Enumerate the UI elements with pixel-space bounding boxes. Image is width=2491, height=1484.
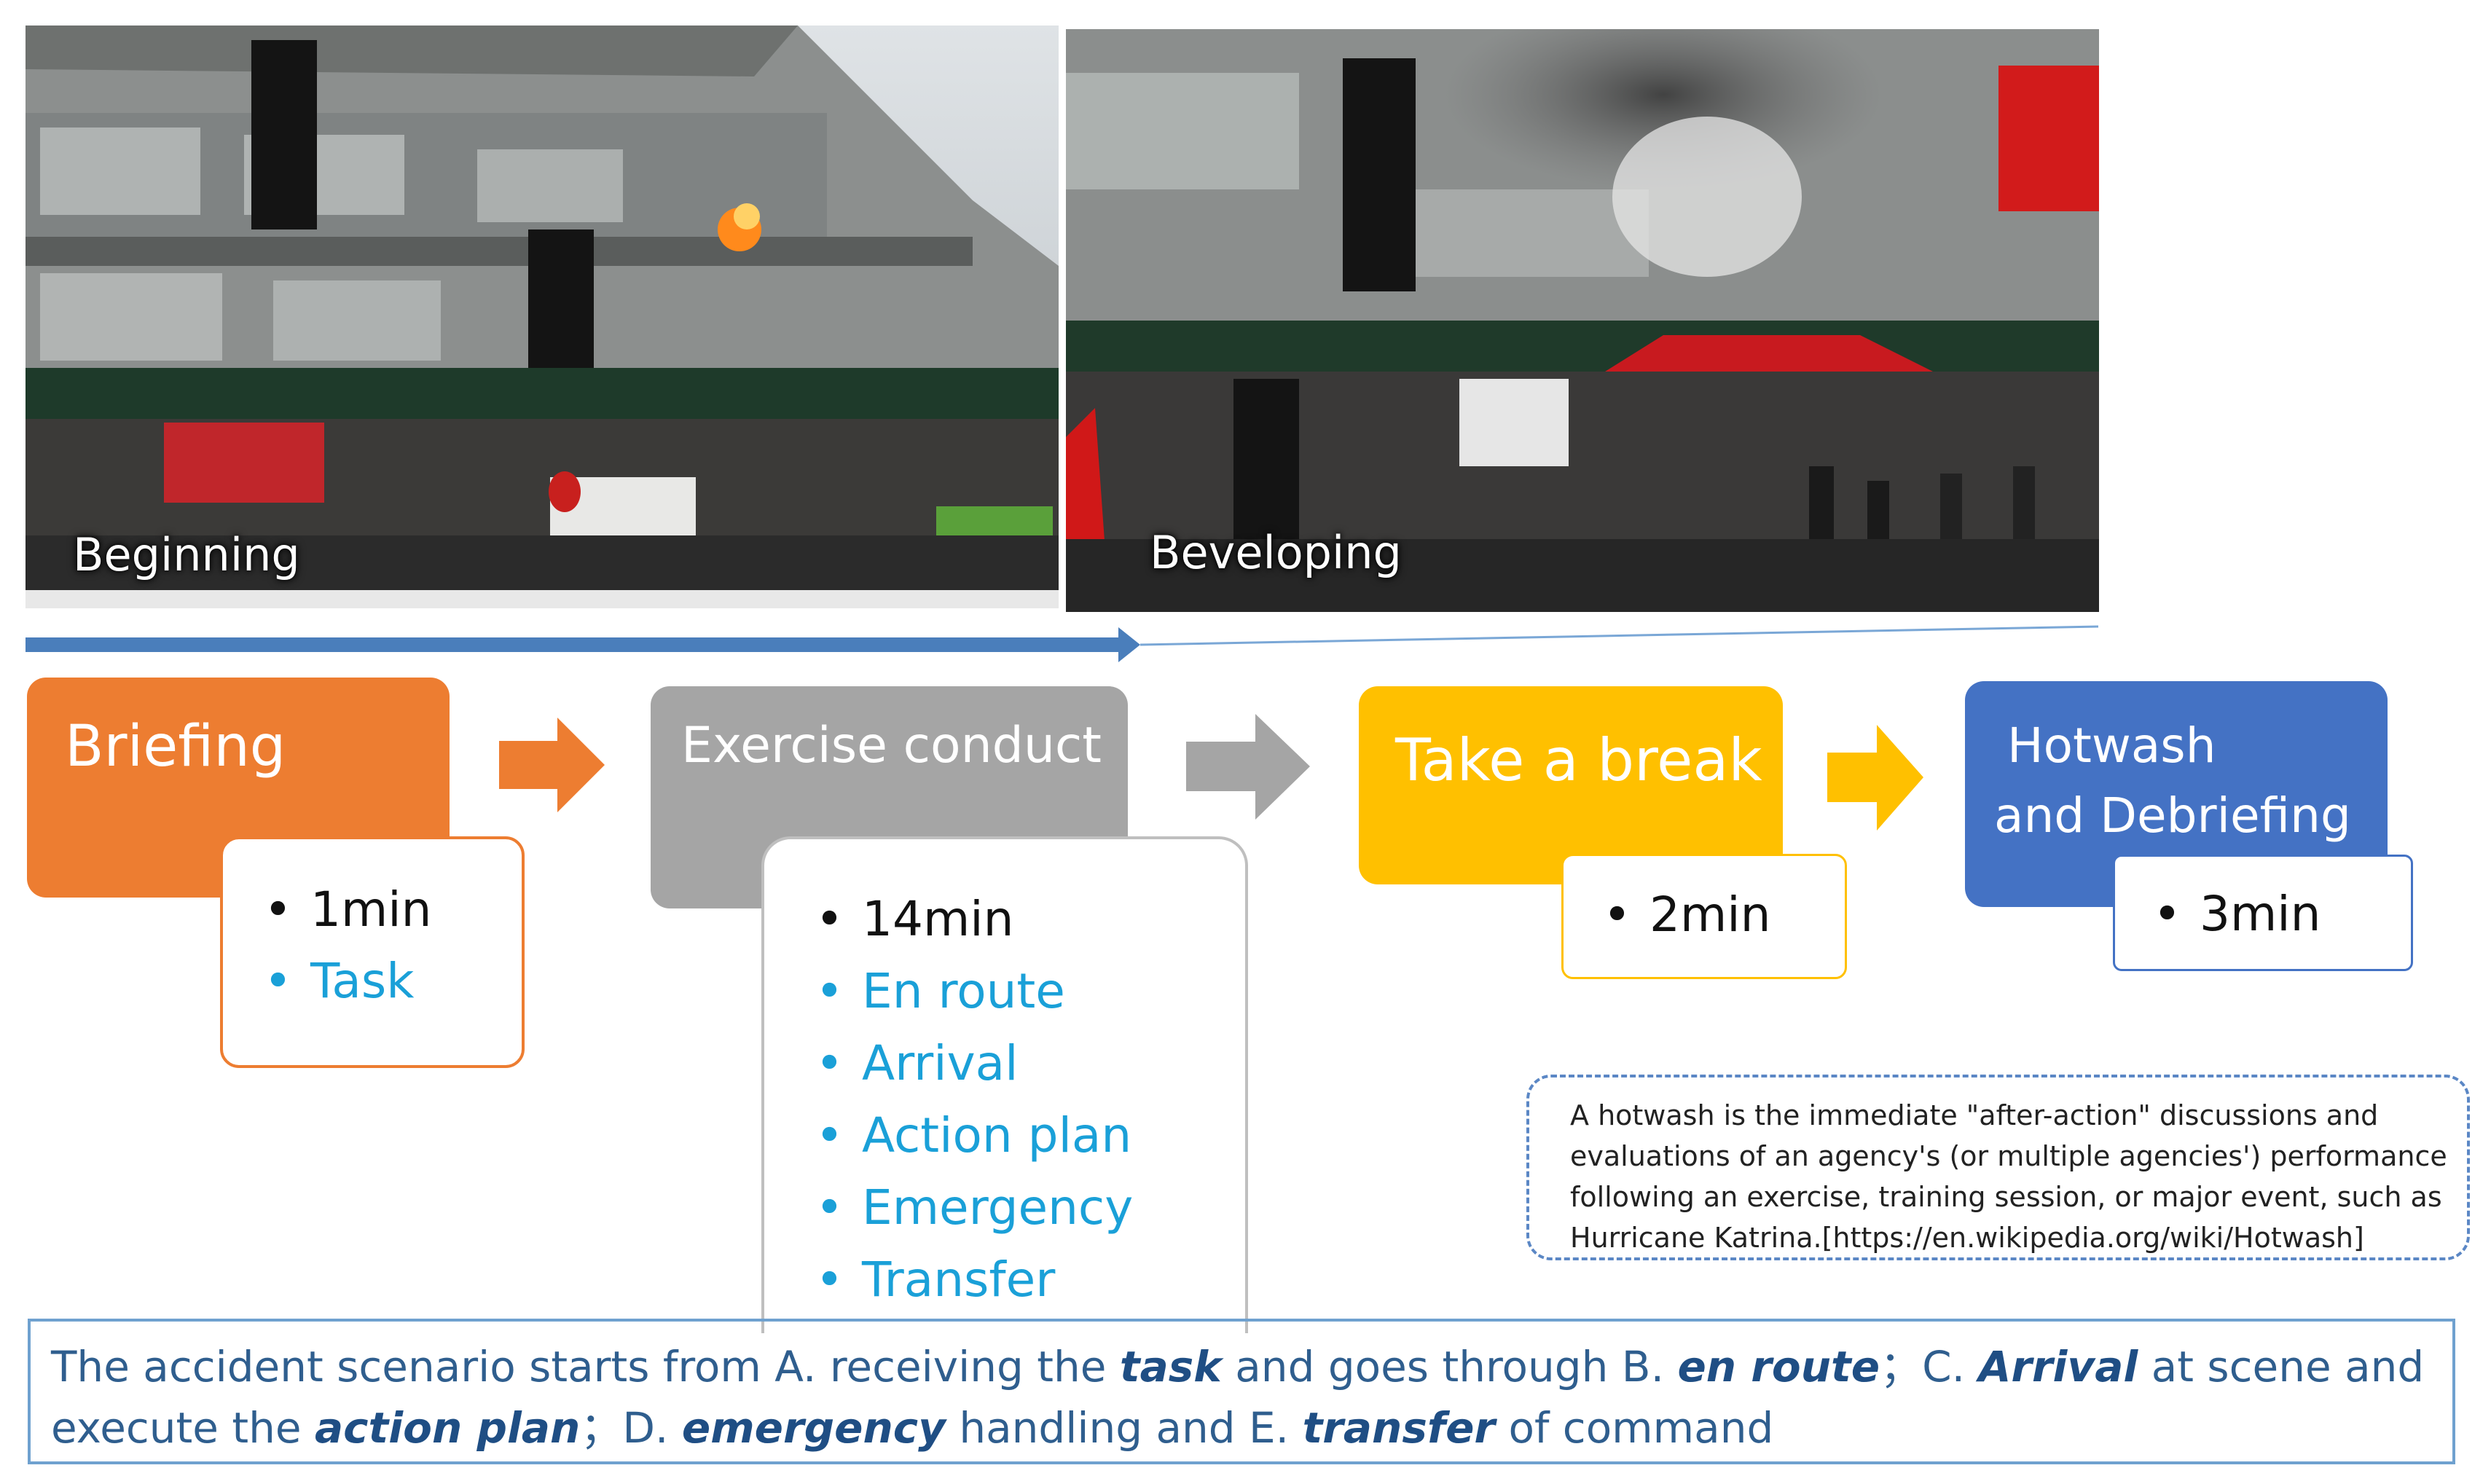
detail-briefing: 1min Task — [220, 836, 525, 1068]
photo-caption-beginning: Beginning — [73, 528, 300, 581]
summary-text: ；C. — [1880, 1342, 1979, 1391]
arrow-right-icon — [1827, 725, 1923, 831]
stage-title-briefing: Briefing — [65, 714, 286, 780]
stage-title-hotwash-line-1: Hotwash — [2007, 718, 2216, 774]
stage-title-take-a-break: Take a break — [1395, 726, 1762, 794]
list-item: Arrival — [815, 1027, 1245, 1099]
scenario-summary: The accident scenario starts from A. rec… — [28, 1319, 2455, 1464]
list-item: 14min — [815, 883, 1245, 955]
summary-line-1: The accident scenario starts from A. rec… — [51, 1336, 2432, 1397]
timeline-arrow — [26, 625, 2099, 662]
list-item: Task — [264, 946, 522, 1017]
summary-text: handling and E. — [945, 1403, 1303, 1453]
summary-text: execute the — [51, 1403, 315, 1453]
detail-exercise-conduct: 14min En route Arrival Action plan Emerg… — [761, 836, 1248, 1333]
list-item: En route — [815, 955, 1245, 1027]
summary-keyword: emergency — [681, 1403, 946, 1453]
summary-keyword: transfer — [1302, 1403, 1496, 1453]
note-line: following an exercise, training session,… — [1570, 1181, 2442, 1213]
hotwash-definition-note: A hotwash is the immediate "after-action… — [1526, 1075, 2470, 1260]
summary-line-2: execute the action plan；D. emergency han… — [51, 1397, 2432, 1459]
list-item: 1min — [264, 874, 522, 946]
list-item: 2min — [1603, 879, 1845, 951]
summary-text: of command — [1495, 1403, 1774, 1453]
arrow-right-icon — [1186, 714, 1310, 820]
detail-take-a-break: 2min — [1561, 854, 1847, 979]
stage-title-exercise-conduct: Exercise conduct — [681, 717, 1102, 774]
note-line: evaluations of an agency's (or multiple … — [1570, 1140, 2447, 1172]
detail-hotwash-debriefing: 3min — [2113, 855, 2413, 971]
scene-photo-beginning: Beginning — [26, 25, 1059, 608]
summary-keyword: Arrival — [1978, 1342, 2138, 1391]
summary-text: ；D. — [580, 1403, 682, 1453]
street-scene-image — [26, 25, 1059, 608]
stage-take-a-break: Take a break — [1359, 686, 1783, 884]
photo-caption-developing: Beveloping — [1150, 526, 1402, 579]
summary-text: and goes through B. — [1221, 1342, 1678, 1391]
fire-scene-image — [1066, 29, 2099, 612]
list-item: Action plan — [815, 1099, 1245, 1171]
note-line: Hurricane Katrina.[https://en.wikipedia.… — [1570, 1222, 2364, 1254]
summary-text: The accident scenario starts from A. rec… — [51, 1342, 1120, 1391]
summary-keyword: action plan — [315, 1403, 581, 1453]
list-item: 3min — [2153, 879, 2411, 950]
list-item: Transfer — [815, 1244, 1245, 1316]
stage-title-hotwash-line-2: and Debriefing — [1994, 788, 2351, 844]
list-item: Emergency — [815, 1171, 1245, 1244]
summary-keyword: task — [1119, 1342, 1222, 1391]
summary-keyword: en route — [1677, 1342, 1880, 1391]
scene-photo-developing: Beveloping — [1066, 29, 2099, 612]
note-line: A hotwash is the immediate "after-action… — [1570, 1099, 2379, 1131]
summary-text: at scene and — [2138, 1342, 2425, 1391]
arrow-right-icon — [499, 718, 605, 812]
